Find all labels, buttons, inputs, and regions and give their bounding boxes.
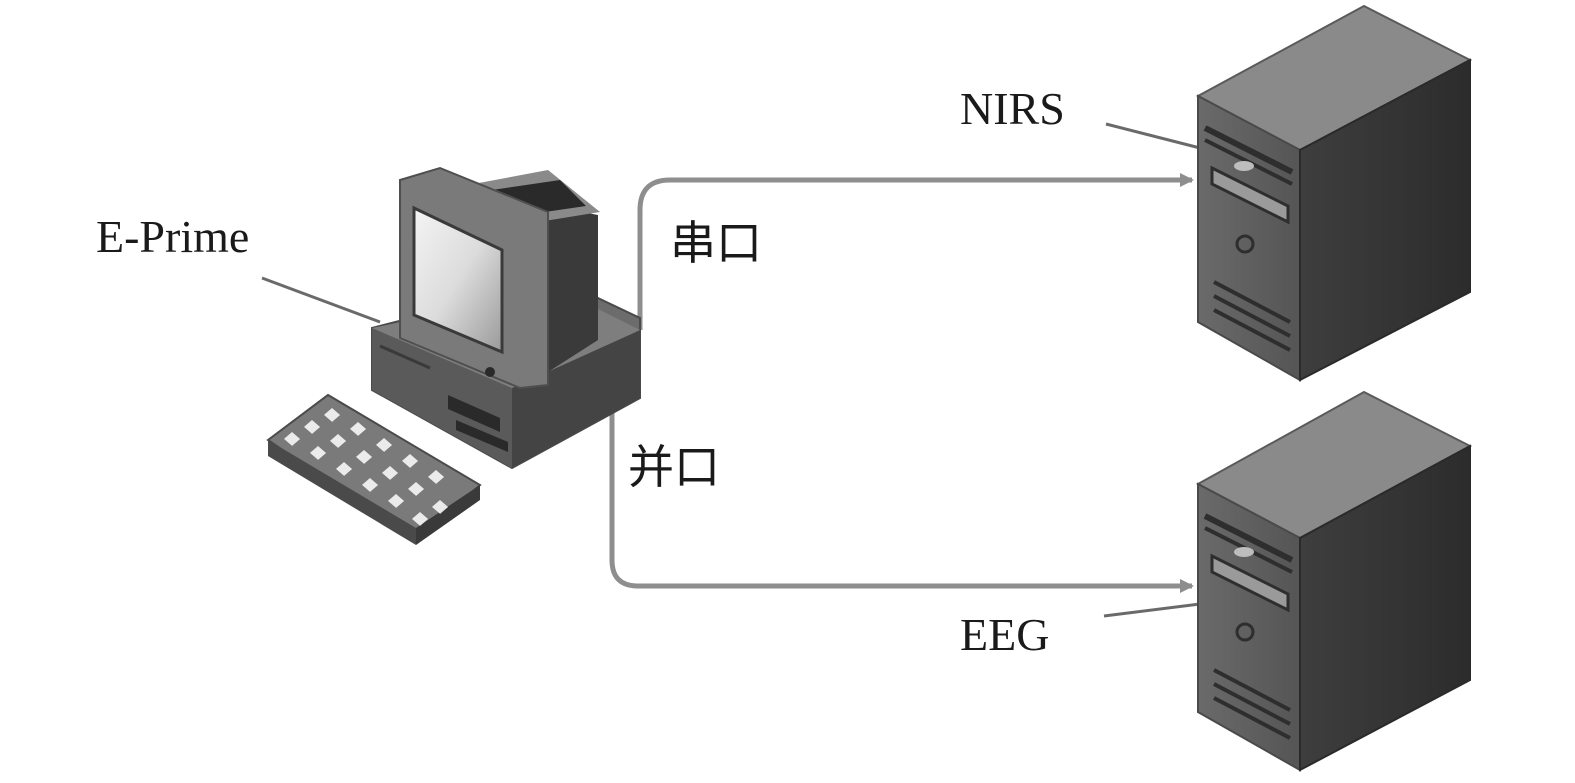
nirs-label: NIRS <box>960 83 1065 134</box>
serial-connector <box>637 173 1194 330</box>
keyboard-icon <box>266 393 482 545</box>
nirs-leader-line <box>1105 122 1201 150</box>
desktop-computer-icon <box>371 166 641 470</box>
nirs-server-icon <box>1195 4 1473 382</box>
parallel-connector <box>609 400 1194 593</box>
computer-label: E-Prime <box>96 211 250 262</box>
eeg-label: EEG <box>960 609 1050 660</box>
computer-leader-line <box>261 276 381 324</box>
parallel-port-label: 并口 <box>628 440 720 494</box>
eeg-leader-line <box>1103 602 1201 618</box>
eeg-server-icon <box>1195 390 1473 772</box>
serial-port-label: 串口 <box>670 216 762 270</box>
